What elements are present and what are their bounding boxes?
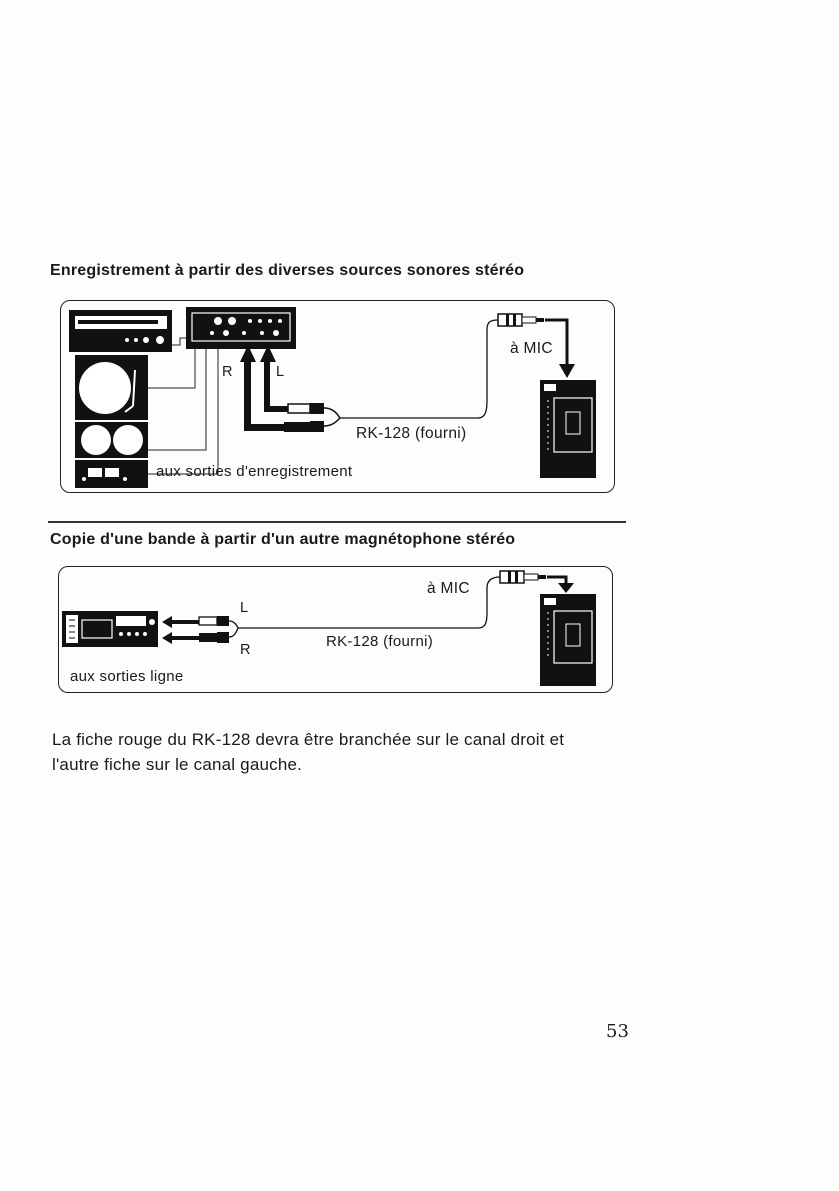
section2-label-l: L [240, 600, 249, 616]
body-paragraph: La fiche rouge du RK-128 devra être bran… [52, 727, 652, 777]
section2-title: Copie d'une bande à partir d'un autre ma… [50, 531, 516, 548]
section1-label-cable: RK-128 (fourni) [356, 425, 467, 442]
section2-label-r: R [240, 642, 251, 658]
section2-diagram-panel [58, 566, 613, 693]
section1-label-outputs: aux sorties d'enregistrement [156, 463, 353, 480]
section2-label-outputs: aux sorties ligne [70, 668, 184, 685]
stereo-deck-icon [62, 611, 158, 647]
rca-plugs-icon [284, 403, 341, 432]
section1-title: Enregistrement à partir des diverses sou… [50, 262, 525, 279]
body-line-2: l'autre fiche sur le canal gauche. [52, 755, 303, 774]
output-arrows-icon [240, 345, 288, 431]
tuner-icon [69, 310, 172, 352]
reel-deck-icon [75, 422, 148, 458]
section2-label-mic: à MIC [427, 580, 470, 597]
section1-label-r: R [222, 364, 233, 380]
page-number: 53 [606, 1021, 629, 1042]
to-mic-arrow-icon [545, 318, 575, 378]
line-output-arrows-icon [162, 616, 199, 644]
mic-plug-icon [497, 313, 544, 327]
section1-label-l: L [276, 364, 285, 380]
portable-recorder-2-icon [540, 594, 596, 686]
turntable-icon [75, 355, 148, 420]
section-divider [48, 521, 626, 523]
portable-recorder-icon [540, 380, 596, 478]
section1-label-mic: à MIC [510, 340, 553, 357]
body-line-1: La fiche rouge du RK-128 devra être bran… [52, 730, 565, 749]
amplifier-icon [186, 307, 296, 349]
mic-plug-2-icon [499, 570, 546, 584]
section2-label-cable: RK-128 (fourni) [326, 633, 434, 650]
section1-diagram-panel [60, 300, 615, 493]
rca-plugs-2-icon [198, 616, 239, 643]
to-mic-arrow-2-icon [547, 575, 574, 593]
cassette-deck-icon [75, 460, 148, 488]
